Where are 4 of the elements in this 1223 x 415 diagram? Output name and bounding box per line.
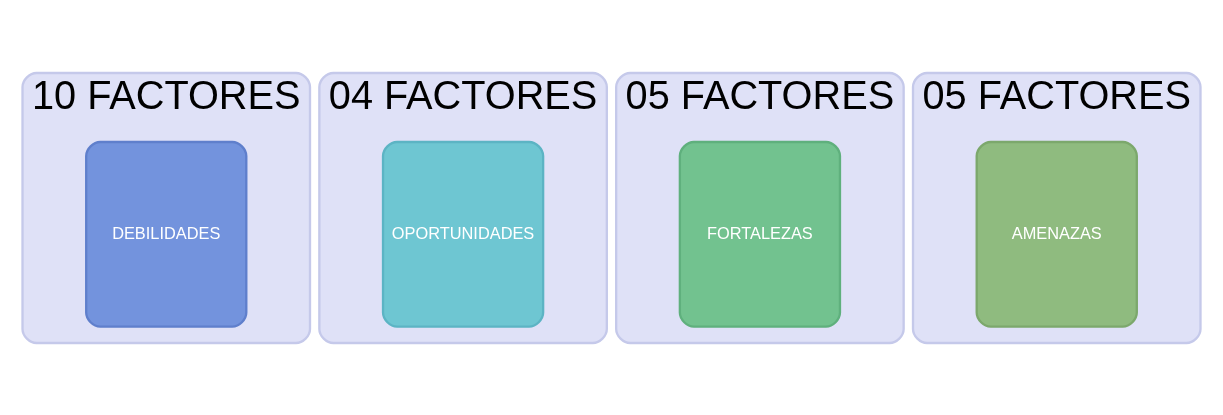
node-box: FORTALEZAS	[678, 140, 842, 328]
node-box: DEBILIDADES	[85, 140, 248, 328]
node-box: OPORTUNIDADES	[381, 140, 545, 328]
node-box: AMENAZAS	[975, 140, 1138, 328]
